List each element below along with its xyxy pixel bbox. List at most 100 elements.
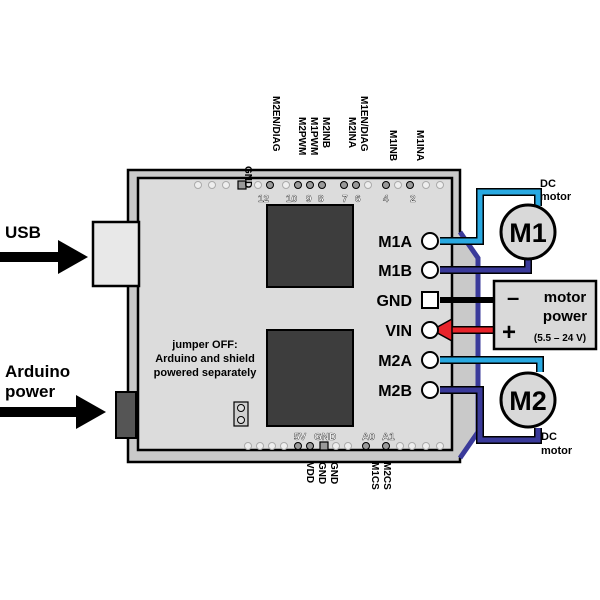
motor-power-box: – + motor power (5.5 – 24 V)	[492, 279, 598, 351]
header-hole	[340, 181, 348, 189]
motor-m2-body	[499, 371, 557, 429]
header-hole	[266, 181, 274, 189]
pin-label-gnd-top: GND	[242, 166, 253, 188]
power-label-line2: power	[543, 308, 587, 325]
header-label-gnd: GND	[314, 432, 336, 443]
power-voltage-range: (5.5 – 24 V)	[534, 333, 586, 344]
bottom-pin-labels: VDD GND GND M1CS M2CS	[304, 462, 392, 490]
jumper-note: jumper OFF: Arduino and shield powered s…	[154, 339, 258, 427]
pin-number-7: 7	[342, 194, 348, 205]
terminal-label-m2b: M2B	[378, 383, 412, 400]
header-hole	[256, 442, 264, 450]
terminal-vin	[421, 321, 439, 339]
terminal-gnd	[421, 291, 439, 309]
header-hole	[332, 442, 340, 450]
terminal-m1b	[421, 261, 439, 279]
jumper-note-line3: powered separately	[154, 367, 258, 379]
pin-number-6: 6	[355, 194, 361, 205]
header-hole	[422, 442, 430, 450]
motor-m1-caption-line2: motor	[540, 191, 572, 203]
pin-label-m2pwm: M2PWM	[296, 117, 307, 155]
usb-label: USB	[5, 223, 41, 242]
motor-m1-caption-line1: DC	[540, 178, 556, 190]
pin-number-2: 2	[410, 194, 416, 205]
pin-label-m1inb: M1INB	[387, 130, 398, 161]
header-hole	[306, 181, 314, 189]
header-hole	[319, 441, 329, 451]
header-hole	[436, 442, 444, 450]
header-hole	[436, 181, 444, 189]
pin-label-m2ina: M2INA	[346, 117, 357, 148]
arduino-power-label-line2: power	[5, 382, 55, 401]
pin-label-m1cs: M1CS	[369, 462, 380, 490]
power-plus-sign: +	[502, 319, 516, 346]
pin-number-12: 12	[258, 194, 270, 205]
terminal-label-m1a: M1A	[378, 234, 412, 251]
header-label-5v: 5V	[294, 432, 307, 443]
bottom-header-pins	[244, 441, 444, 451]
header-label-a0: A0	[362, 432, 375, 443]
header-hole	[382, 442, 390, 450]
motor-m2: M2 DC motor	[499, 371, 573, 457]
header-hole	[408, 442, 416, 450]
motor-m1-label: M1	[509, 218, 547, 248]
pin-number-9: 9	[306, 194, 312, 205]
header-hole	[237, 180, 247, 190]
header-hole	[344, 442, 352, 450]
terminal-block: M1A M1B GND VIN M2A M2B	[376, 232, 439, 400]
jumper-note-line1: jumper OFF:	[171, 339, 237, 351]
pin-label-gnd-bottom-2: GND	[328, 462, 339, 484]
header-label-a1: A1	[382, 432, 395, 443]
header-hole	[280, 442, 288, 450]
jumper-note-line2: Arduino and shield	[155, 353, 255, 365]
header-hole	[362, 442, 370, 450]
header-hole	[394, 181, 402, 189]
pin-label-vdd: VDD	[304, 462, 315, 483]
pin-label-m1pwm: M1PWM	[308, 117, 319, 155]
header-hole	[294, 442, 302, 450]
motor-m1: M1 DC motor	[499, 178, 572, 261]
header-hole	[254, 181, 262, 189]
pin-label-gnd-bottom-1: GND	[316, 462, 327, 484]
pin-number-8: 8	[318, 194, 324, 205]
usb-arrow	[0, 240, 88, 274]
bottom-header-labels: 5V GND A0 A1	[294, 432, 396, 443]
header-hole	[396, 442, 404, 450]
motor-m2-caption-line1: DC	[541, 431, 557, 443]
header-hole	[222, 181, 230, 189]
header-hole	[208, 181, 216, 189]
usb-connector	[91, 220, 141, 288]
motor-power-box-outline	[492, 279, 598, 351]
driver-chip-2	[266, 329, 354, 427]
header-hole	[294, 181, 302, 189]
pin-label-m1ina: M1INA	[414, 130, 425, 161]
arduino-power-arrow	[0, 395, 106, 429]
header-hole	[382, 181, 390, 189]
shield-board	[136, 176, 454, 452]
wires	[430, 188, 544, 444]
arduino-power-label-line1: Arduino	[5, 362, 70, 381]
header-hole	[244, 442, 252, 450]
terminal-m2b	[421, 381, 439, 399]
pin-number-10: 10	[286, 194, 298, 205]
power-label-line1: motor	[544, 289, 587, 306]
top-pin-numbers: 12 10 9 8 7 6 4 2	[258, 194, 416, 205]
pin-label-m2en-diag: M2EN/DIAG	[270, 96, 281, 152]
motor-m2-caption-line2: motor	[541, 445, 573, 457]
terminal-m1a	[421, 232, 439, 250]
header-hole	[318, 181, 326, 189]
pin-label-m2cs: M2CS	[381, 462, 392, 490]
top-header-pins	[194, 180, 444, 190]
header-hole	[406, 181, 414, 189]
header-hole	[422, 181, 430, 189]
pin-label-m1en-diag: M1EN/DIAG	[358, 96, 369, 152]
motor-m1-body	[499, 203, 557, 261]
terminal-label-m1b: M1B	[378, 263, 412, 280]
power-minus-sign: –	[507, 285, 519, 310]
terminal-label-gnd: GND	[376, 293, 412, 310]
top-pin-labels: GND M2EN/DIAG M2PWM M1PWM M2INB M2INA M1…	[242, 96, 425, 188]
header-hole	[268, 442, 276, 450]
terminal-label-vin: VIN	[385, 323, 412, 340]
motor-m2-label: M2	[509, 386, 547, 416]
